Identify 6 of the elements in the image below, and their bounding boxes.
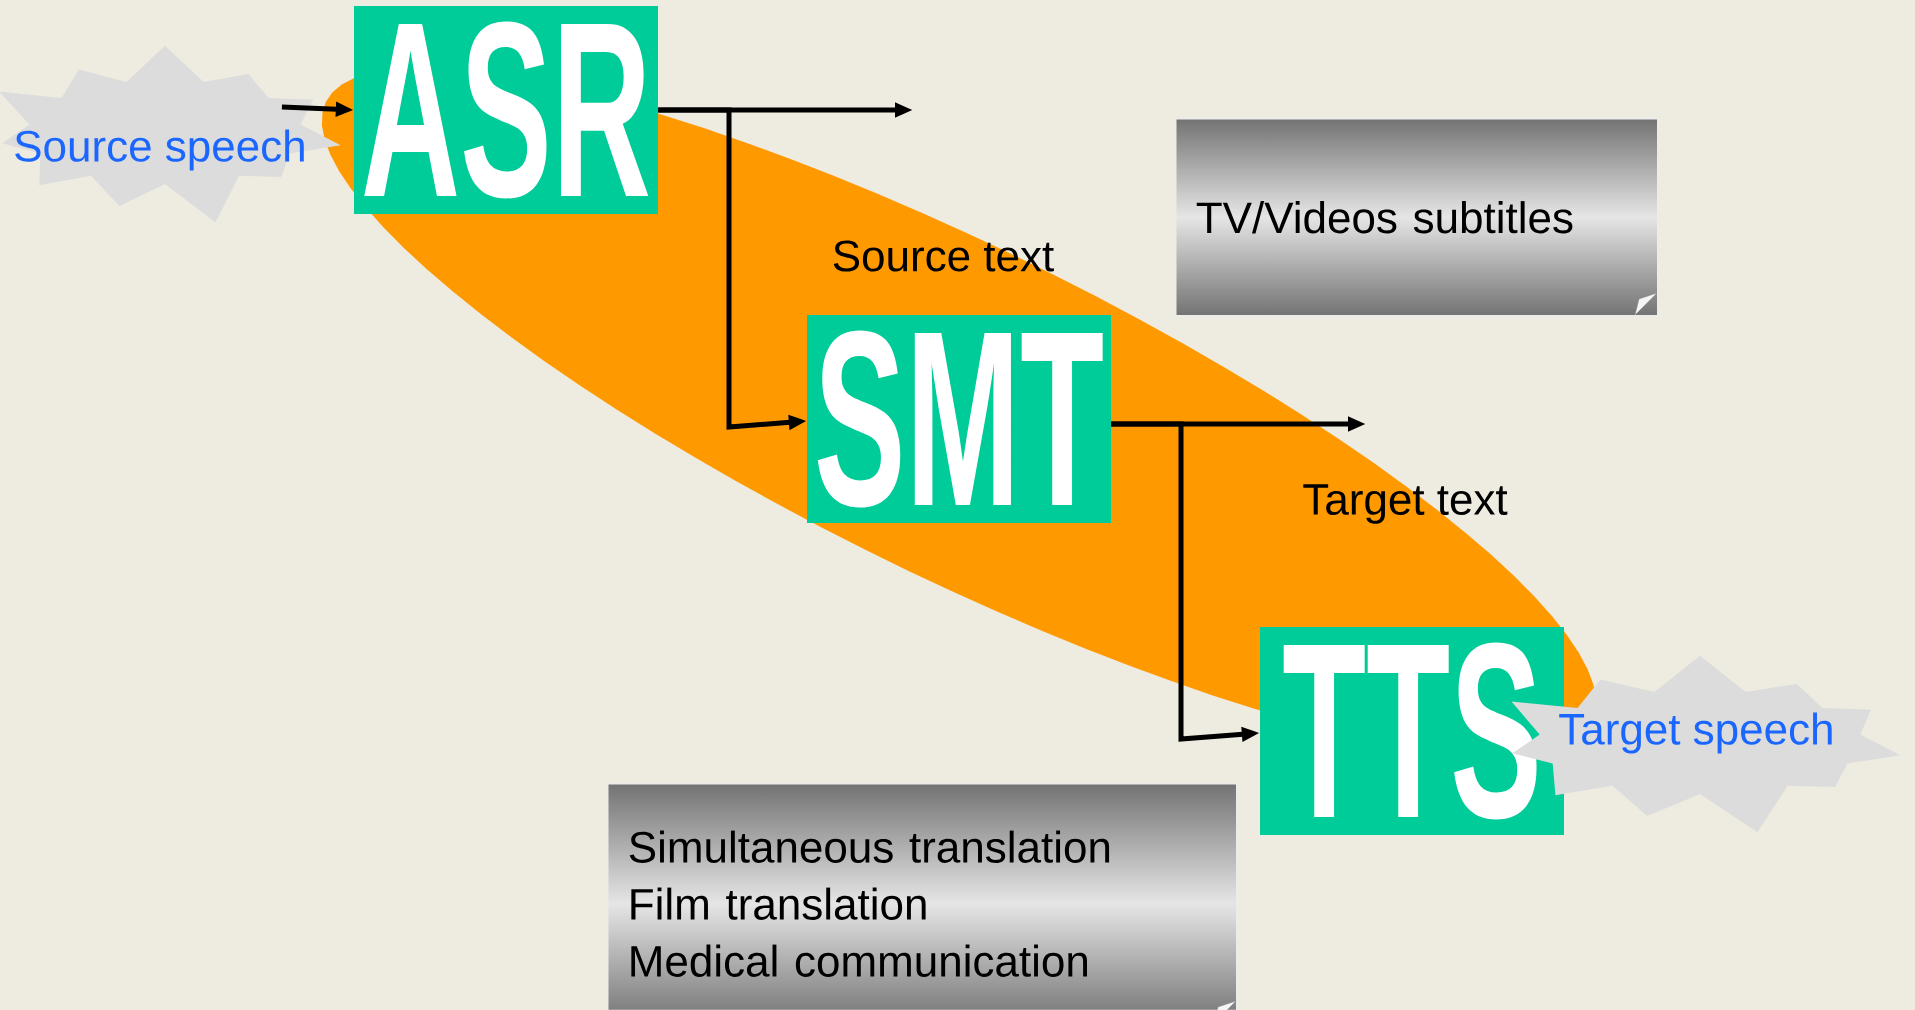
note-box: Simultaneous translation Film translation Medical communication — [607, 783, 1238, 1010]
process-box: SMT — [807, 315, 1111, 523]
note-box: TV/Videos subtitles — [1175, 118, 1659, 317]
process-box: ASR — [354, 6, 658, 214]
speech-burst: Source speech — [0, 45, 341, 223]
text-label: Target text — [1303, 484, 1508, 524]
